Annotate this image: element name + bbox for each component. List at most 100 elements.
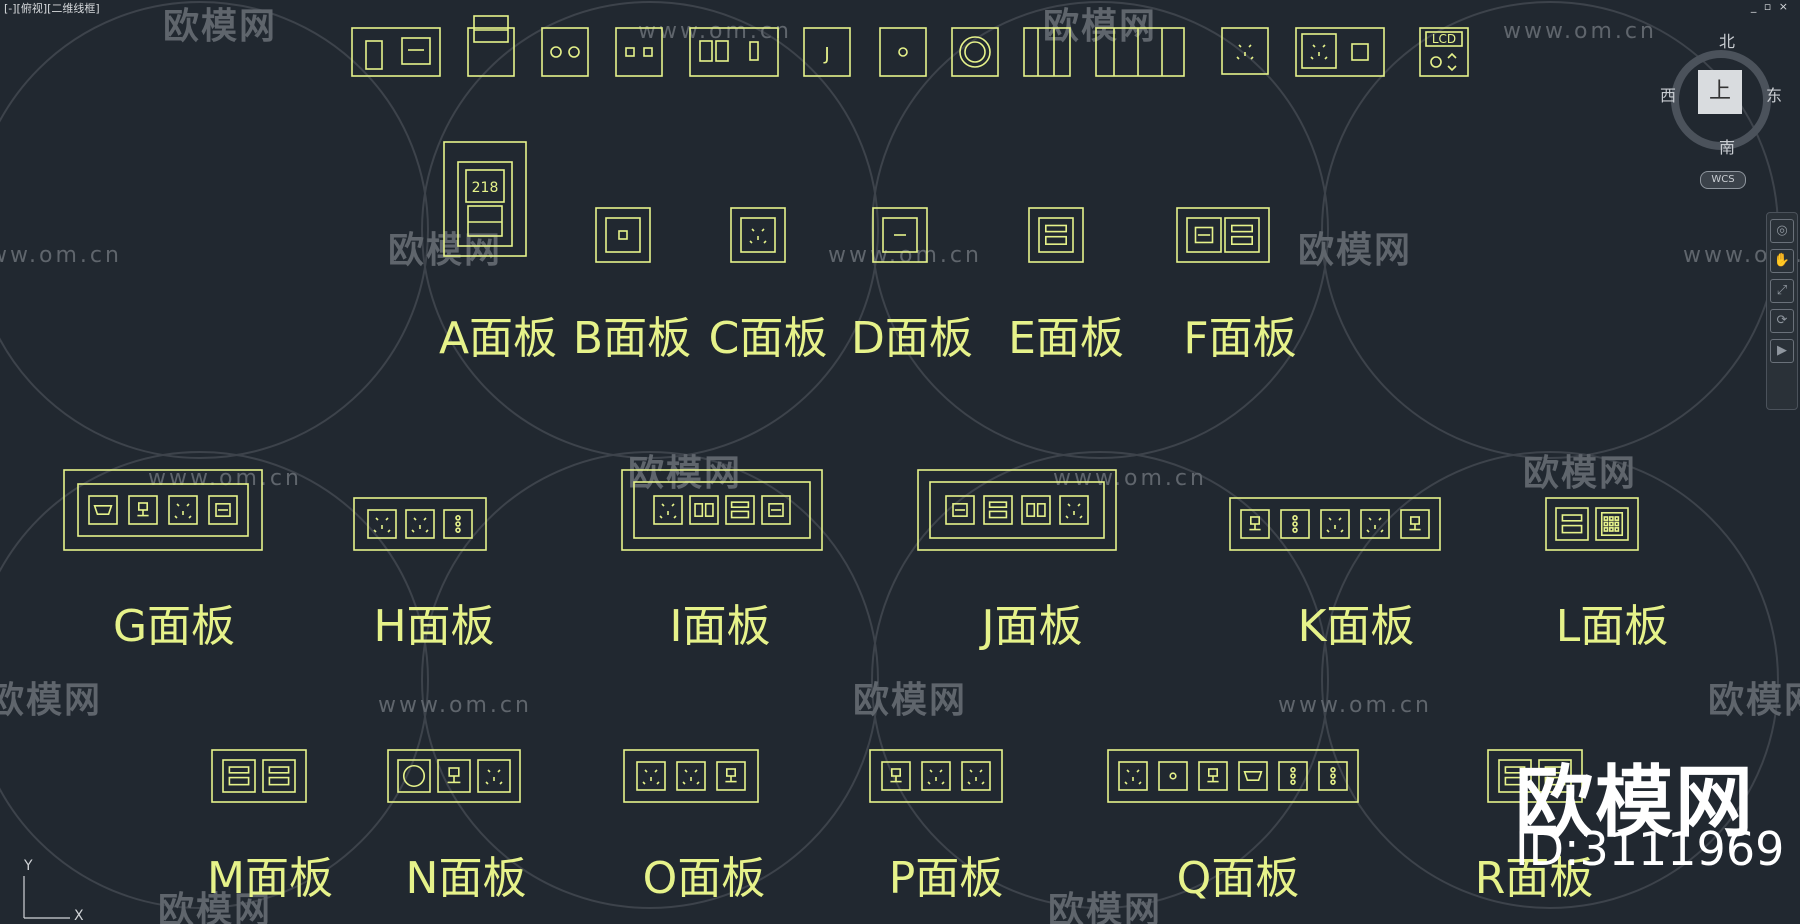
switch-symbol	[761, 495, 791, 525]
viewcube-compass-ring[interactable]	[1671, 50, 1771, 150]
panel-label-d: D面板	[851, 313, 973, 364]
top-symbol-c	[615, 27, 663, 77]
switch-symbol	[1186, 217, 1222, 253]
ucs-icon	[23, 876, 70, 919]
socket-symbol	[676, 761, 706, 791]
watermark-circle	[871, 451, 1329, 909]
usb-symbol	[222, 759, 256, 793]
cad-linework: J LCD 218	[63, 15, 1639, 803]
socket-symbol	[168, 495, 198, 525]
panel-label-c: C面板	[708, 313, 828, 364]
panel-frame	[211, 749, 307, 803]
socket-symbol	[961, 761, 991, 791]
watermark-circle	[1321, 451, 1779, 909]
top-symbol-d	[689, 27, 779, 77]
steering-wheel-icon[interactable]: ◎	[1770, 219, 1794, 243]
watermark-url: www.om.cn	[0, 243, 122, 268]
panel-label-k: K面板	[1297, 601, 1415, 652]
usb-symbol	[1038, 217, 1074, 253]
panel-label-f: F面板	[1183, 313, 1297, 364]
usb-symbol	[725, 495, 755, 525]
watermark-brand: 欧模网	[1298, 230, 1412, 271]
watermark-url: www.om.cn	[1278, 693, 1432, 718]
top-symbol-o	[879, 27, 927, 77]
top-symbol-ring	[951, 27, 999, 77]
orbit-icon[interactable]: ⟳	[1770, 309, 1794, 333]
wcs-menu-button[interactable]: WCS	[1700, 171, 1746, 189]
panel-frame	[353, 497, 487, 551]
panel-label-q: Q面板	[1176, 853, 1300, 904]
zoom-icon[interactable]: ⤢	[1770, 279, 1794, 303]
switch-symbol	[945, 495, 975, 525]
vga-symbol	[88, 495, 118, 525]
socket-symbol	[636, 761, 666, 791]
round-port-symbol	[1158, 761, 1188, 791]
jack-symbol	[716, 761, 746, 791]
watermark-url: www.om.cn	[638, 19, 792, 44]
pan-icon[interactable]: ✋	[1770, 249, 1794, 273]
viewport-label[interactable]: [-][俯视][二维线框]	[4, 2, 100, 15]
watermark-brand: 欧模网	[1523, 453, 1637, 494]
panel-e-drawing	[1028, 207, 1084, 263]
showmotion-icon[interactable]: ▶	[1770, 339, 1794, 363]
usb-symbol	[262, 759, 296, 793]
watermark-brand: 欧模网	[163, 6, 277, 47]
viewcube-west[interactable]: 西	[1660, 86, 1677, 105]
usb-symbol	[1224, 217, 1260, 253]
viewcube-north[interactable]: 北	[1719, 32, 1736, 51]
viewcube[interactable]: 北 上 西 东 南	[1660, 32, 1782, 162]
viewcube-east[interactable]: 东	[1766, 86, 1783, 105]
watermark-url: www.om.cn	[828, 243, 982, 268]
watermark-circle	[421, 1, 879, 459]
socket-symbol	[653, 495, 683, 525]
socket-symbol	[1221, 27, 1269, 75]
brand-watermark: 欧模网	[1515, 758, 1756, 848]
jack-symbol	[128, 495, 158, 525]
socket-symbol	[1118, 761, 1148, 791]
panel-frame	[1545, 497, 1639, 551]
dimmer-symbol	[397, 759, 431, 793]
socket-symbol	[405, 509, 435, 539]
top-symbol-f	[1095, 27, 1185, 77]
panel-label-i: I面板	[669, 601, 771, 652]
top-symbol-lcd: LCD	[1419, 27, 1469, 77]
panel-label-g: G面板	[112, 601, 236, 652]
panel-d-drawing	[872, 207, 928, 263]
panel-frame	[1107, 749, 1359, 803]
top-symbol-b	[541, 27, 589, 77]
panel-label-r: R面板	[1474, 853, 1594, 904]
data-port-symbol	[1280, 509, 1310, 539]
socket-symbol	[1059, 495, 1089, 525]
top-symbol-a1	[351, 27, 441, 77]
jack-symbol	[881, 761, 911, 791]
data-port-symbol	[1278, 761, 1308, 791]
panel-frame	[63, 469, 263, 551]
jack-symbol	[1240, 509, 1270, 539]
panel-frame	[387, 749, 521, 803]
top-symbol-j: J	[803, 27, 851, 77]
window-controls[interactable]: _ ▫ ×	[1750, 0, 1790, 13]
panel-label-h: H面板	[373, 601, 495, 652]
watermark-brand: 欧模网	[853, 680, 967, 721]
watermark-url: www.om.cn	[378, 693, 532, 718]
viewcube-top-face[interactable]: 上	[1698, 70, 1742, 114]
panel-a-drawing: 218	[443, 141, 527, 257]
jack-symbol	[1198, 761, 1228, 791]
panel-label-l: L面板	[1555, 601, 1669, 652]
top-symbol-l1	[1295, 27, 1385, 77]
socket-symbol	[367, 509, 397, 539]
usb-symbol	[1555, 507, 1589, 541]
watermark-circle	[0, 451, 429, 909]
lcd-text: LCD	[1432, 32, 1456, 46]
panel-label-b: B面板	[572, 313, 692, 364]
viewcube-south[interactable]: 南	[1719, 138, 1736, 157]
watermark-brand: 欧模网	[628, 453, 742, 494]
panel-label-m: M面板	[207, 853, 333, 904]
watermark-brand: 欧模网	[1708, 680, 1800, 721]
room-number-text: 218	[472, 180, 499, 196]
watermark-brand: 欧模网	[158, 890, 272, 924]
navigation-bar[interactable]: ◎ ✋ ⤢ ⟳ ▶	[1766, 212, 1798, 410]
socket-symbol	[477, 759, 511, 793]
jack-symbol	[437, 759, 471, 793]
